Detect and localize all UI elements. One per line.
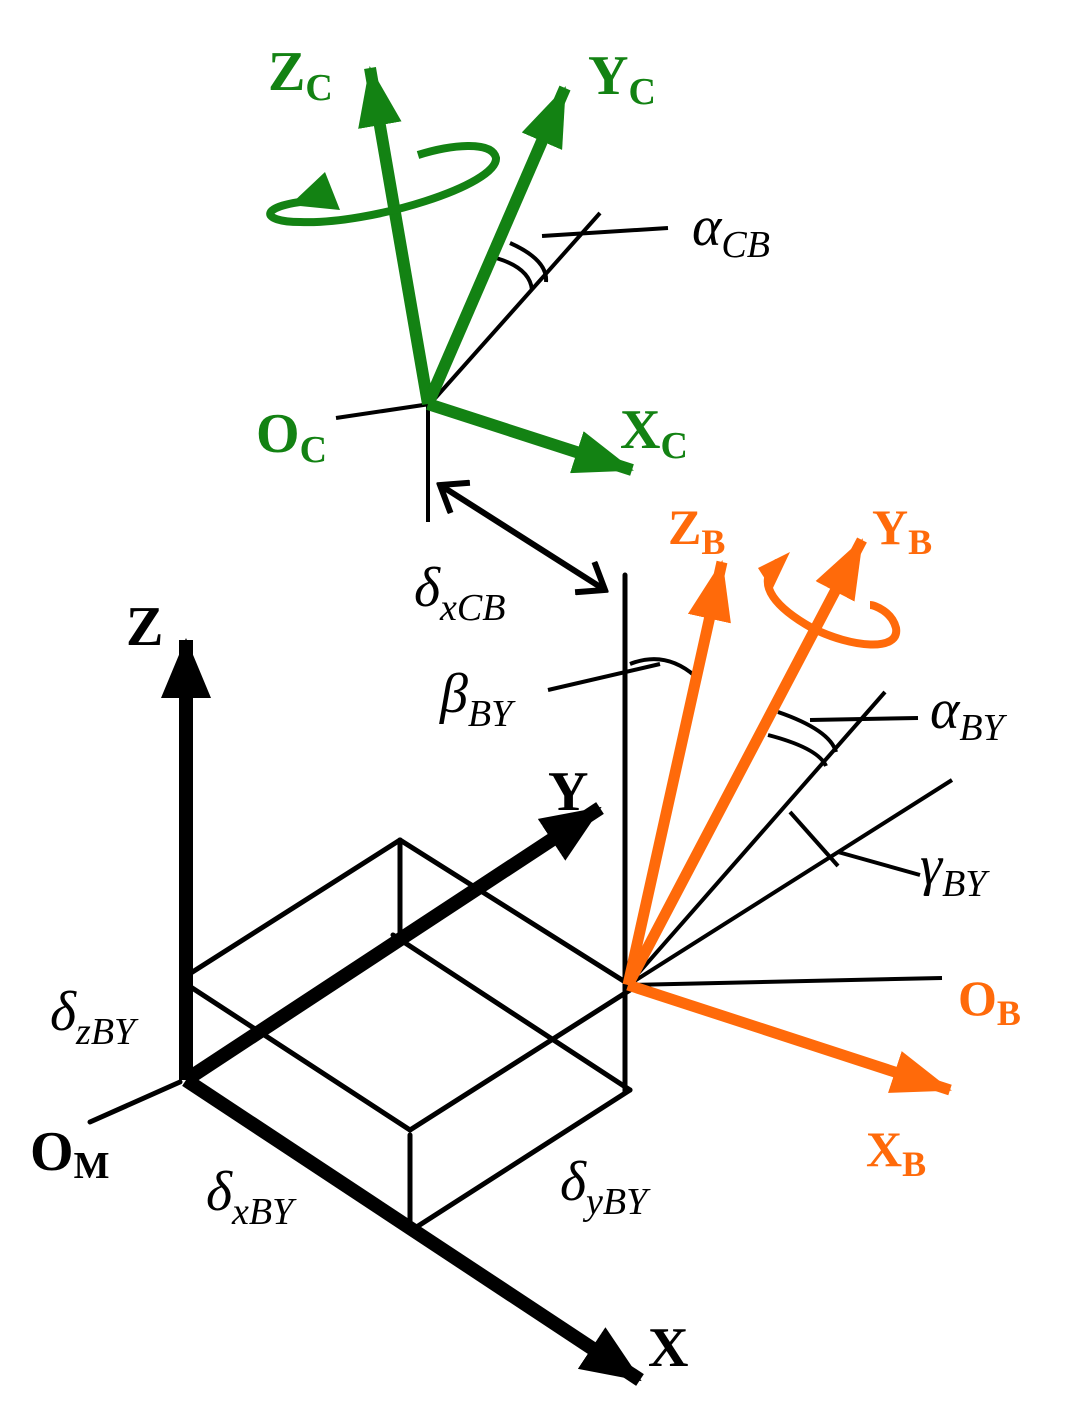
label-ob: OB <box>958 970 1021 1033</box>
frame-c-x-axis <box>426 398 634 476</box>
label-yc: YC <box>588 45 656 113</box>
machine-y-axis <box>182 802 604 1086</box>
label-zc: ZC <box>268 41 333 109</box>
frame-c-guides <box>335 211 669 522</box>
label-xc: XC <box>620 399 688 467</box>
frame-c-axes <box>266 66 634 476</box>
machine-axes <box>161 638 644 1386</box>
frame-b-axes <box>622 537 952 1096</box>
frame-c-z-axis <box>358 66 434 406</box>
label-zb: ZB <box>668 499 725 562</box>
construction-box <box>87 572 633 1231</box>
label-x: X <box>648 1317 688 1379</box>
label-om: OM <box>30 1121 109 1187</box>
label-delta-xcb: δxCB <box>414 557 505 629</box>
label-delta-xby: δxBY <box>206 1161 297 1233</box>
label-alpha-cb: αCB <box>692 196 770 266</box>
frame-b-y-axis <box>623 537 867 988</box>
machine-x-axis <box>182 1074 644 1386</box>
label-oc: OC <box>256 403 327 471</box>
label-yb: YB <box>872 499 932 562</box>
label-z: Z <box>126 596 163 658</box>
label-alpha-by: αBY <box>930 679 1008 749</box>
frame-b-z-axis <box>622 560 731 987</box>
frame-c-y-axis <box>422 85 571 407</box>
frame-b-rotation-arrow <box>763 559 901 649</box>
frame-b-guides <box>547 657 954 987</box>
label-delta-zby: δzBY <box>50 981 139 1053</box>
label-y: Y <box>548 761 588 823</box>
delta-xcb-arrow <box>440 485 605 590</box>
label-beta-by: βBY <box>439 663 516 735</box>
frame-b-x-axis <box>626 979 952 1096</box>
label-delta-yby: δyBY <box>560 1151 651 1223</box>
label-gamma-by: γBY <box>920 835 990 905</box>
label-xb: XB <box>866 1121 926 1184</box>
frame-c-rotation-arrow <box>266 142 500 227</box>
